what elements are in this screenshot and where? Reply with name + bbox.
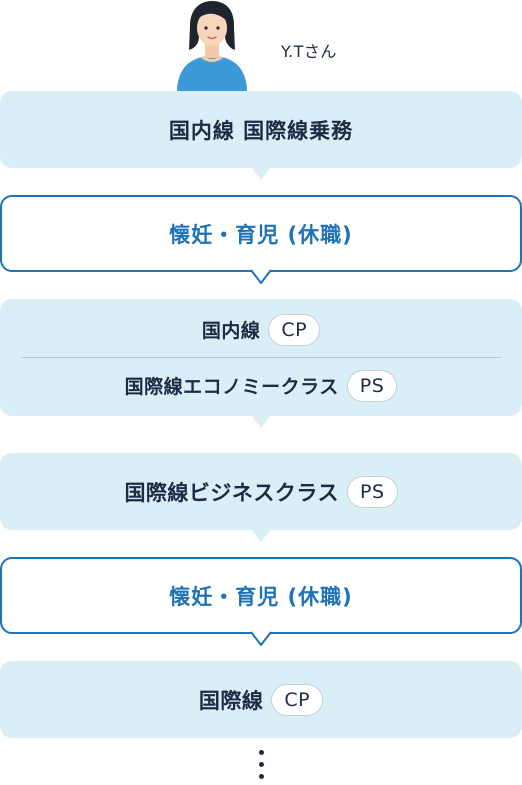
step-row: 国際線 CP bbox=[198, 683, 324, 716]
step-international: 国際線 CP bbox=[0, 661, 522, 738]
step-row-label: 国際線エコノミークラス bbox=[124, 376, 339, 398]
role-badge: CP bbox=[268, 313, 321, 346]
dot bbox=[258, 774, 264, 779]
person-header: Y.Tさん bbox=[0, 0, 522, 92]
divider bbox=[21, 356, 501, 358]
step-row-label: 国際線ビジネスクラス bbox=[124, 480, 340, 505]
step-domestic-international-duty: 国内線 国際線乗務 bbox=[0, 91, 522, 168]
arrow-down-icon bbox=[251, 529, 271, 542]
person-name: Y.Tさん bbox=[281, 42, 337, 61]
step-row-label: 国内線 bbox=[201, 320, 261, 342]
step-international-business: 国際線ビジネスクラス PS bbox=[0, 453, 522, 530]
step-row: 国内線 CP bbox=[201, 313, 321, 346]
role-badge: CP bbox=[271, 683, 324, 716]
step-label: 懐妊・育児 (休職) bbox=[169, 222, 353, 247]
person-avatar-icon bbox=[177, 1, 247, 92]
arrow-down-icon bbox=[250, 631, 272, 646]
step-row: 国際線エコノミークラス PS bbox=[124, 369, 398, 402]
arrow-down-icon bbox=[251, 167, 271, 180]
step-domestic-economy: 国内線 CP 国際線エコノミークラス PS bbox=[0, 299, 522, 416]
vertical-ellipsis-icon bbox=[258, 750, 264, 784]
step-maternity-leave: 懐妊・育児 (休職) bbox=[0, 557, 522, 634]
dot bbox=[258, 750, 264, 755]
step-row: 国際線ビジネスクラス PS bbox=[124, 475, 398, 508]
arrow-down-icon bbox=[250, 269, 272, 284]
dot bbox=[258, 762, 264, 767]
step-label: 懐妊・育児 (休職) bbox=[169, 584, 353, 609]
step-maternity-leave: 懐妊・育児 (休職) bbox=[0, 195, 522, 272]
arrow-down-icon bbox=[251, 415, 271, 428]
role-badge: PS bbox=[346, 369, 398, 402]
step-row-label: 国際線 bbox=[198, 688, 264, 713]
role-badge: PS bbox=[347, 475, 398, 508]
step-label: 国内線 国際線乗務 bbox=[168, 118, 354, 143]
